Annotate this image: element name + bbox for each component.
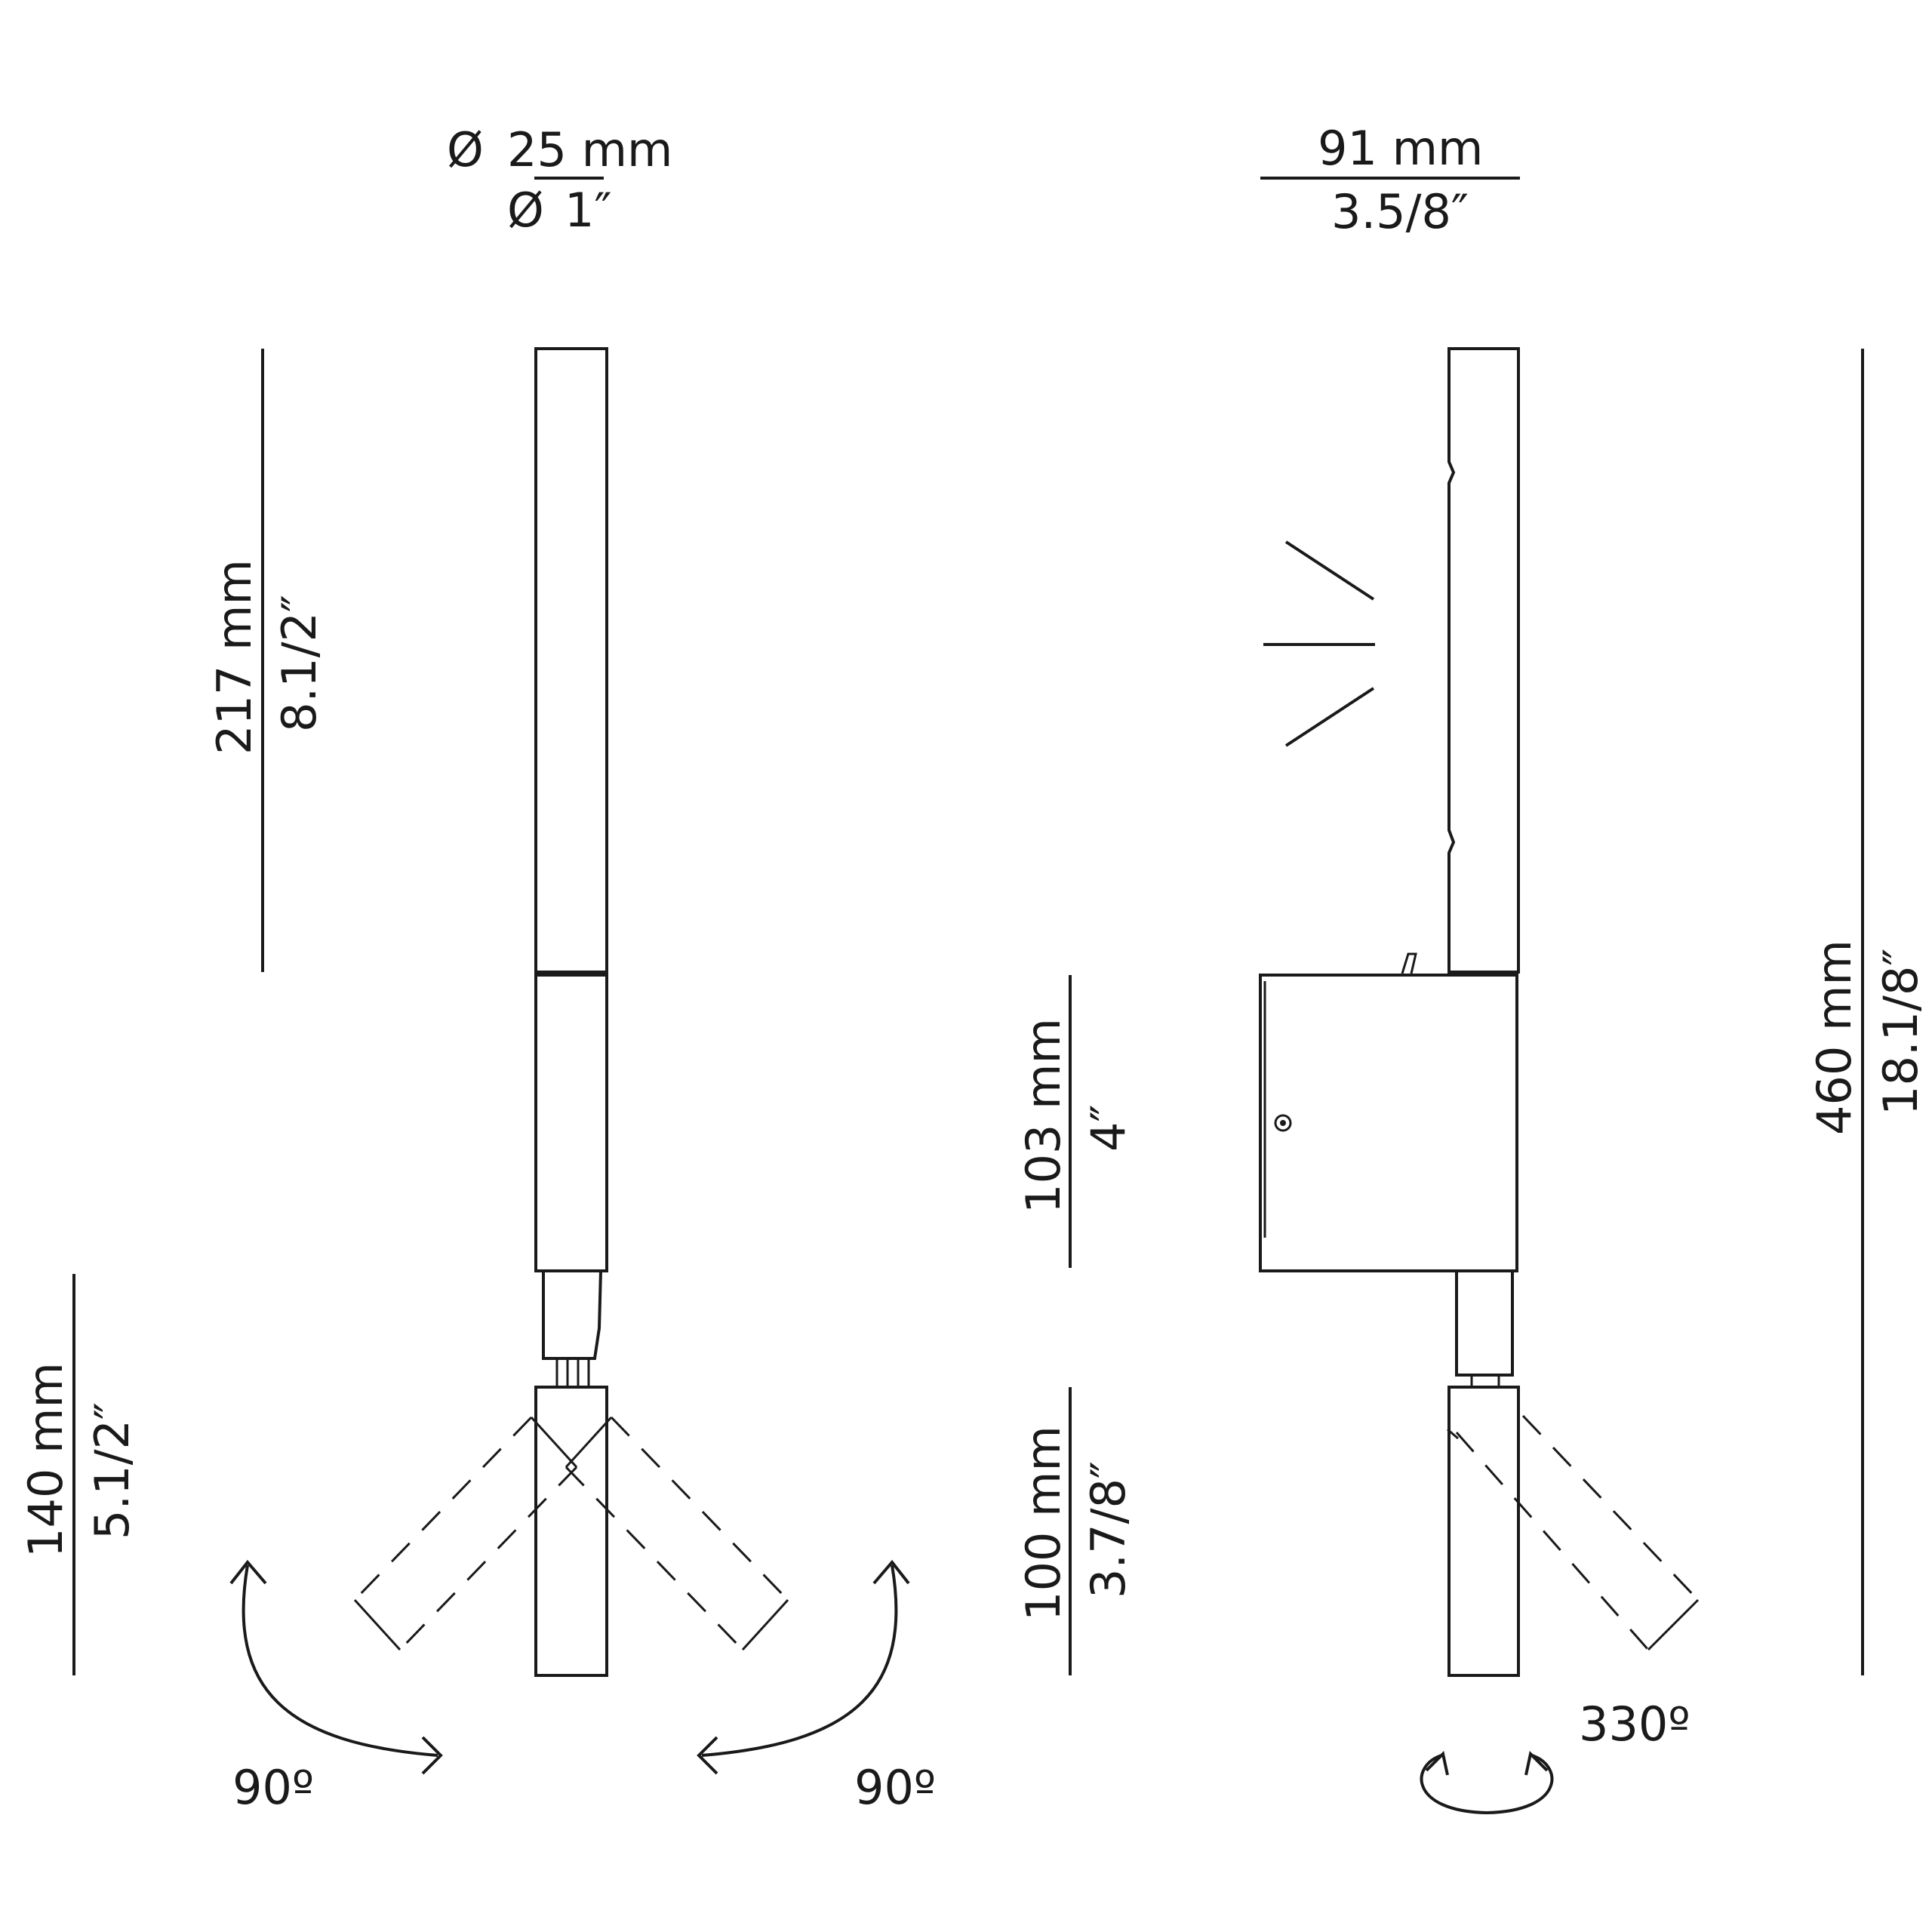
depth-mm-label: 91 mm [1318, 121, 1483, 176]
spot-head [534, 1386, 608, 1677]
tilt-right-arrow-head-end [697, 1736, 718, 1775]
screw-icon [1274, 1114, 1292, 1132]
tilt-right-angle: 90º [854, 1760, 936, 1815]
light-rays [1263, 540, 1375, 747]
side-upper-arm [1447, 347, 1520, 974]
lower-height-in: 5.1/2″ [85, 1402, 140, 1540]
front-view: Ø 25 mm Ø 1″ 217 mm 8.1/2″ [18, 122, 936, 1815]
rotation-arrow-head-left [1425, 1750, 1449, 1776]
joint-neck [542, 1270, 602, 1360]
depth-in-label: 3.5/8″ [1331, 184, 1469, 239]
upper-height-in: 8.1/2″ [272, 595, 327, 732]
rotation-angle: 330º [1579, 1697, 1690, 1752]
joint-pins [555, 1358, 590, 1387]
tilt-left-angle: 90º [232, 1760, 314, 1815]
mid-tube [534, 974, 608, 1272]
diameter-mm-label: 25 mm [507, 122, 672, 177]
lower-height-mm: 140 mm [18, 1362, 73, 1558]
diameter-symbol-mm: Ø [447, 122, 484, 177]
tilt-right-arrow-head-top [872, 1559, 910, 1585]
screw-center [1280, 1120, 1286, 1126]
side-base-box [1259, 974, 1518, 1272]
upper-height-mm: 217 mm [207, 559, 262, 755]
tilt-left-arrow-head-end [421, 1736, 443, 1775]
diameter-in-label: 1″ [565, 183, 612, 238]
total-height-mm: 460 mm [1807, 940, 1862, 1135]
side-view: 91 mm 3.5/8″ 103 mm 4 [1016, 121, 1928, 1815]
head-height-in: 3.7/8″ [1081, 1461, 1136, 1598]
side-spot-head [1447, 1386, 1520, 1677]
side-neck-pins [1470, 1375, 1500, 1387]
side-clip [1401, 952, 1417, 974]
tilt-left-arrow [242, 1564, 438, 1757]
head-height-mm: 100 mm [1016, 1426, 1071, 1621]
base-height-in: 4″ [1081, 1104, 1136, 1152]
diameter-symbol-in: Ø [507, 183, 544, 238]
side-neck [1455, 1269, 1514, 1377]
total-height-in: 18.1/8″ [1873, 948, 1928, 1115]
tilt-right-arrow [701, 1564, 898, 1757]
side-head-tilt-ghost [1447, 1414, 1700, 1651]
rotation-arrow [1420, 1754, 1554, 1815]
rotation-arrow-head-right [1524, 1750, 1549, 1776]
base-height-mm: 103 mm [1016, 1018, 1071, 1214]
tilt-left-arrow-head-top [229, 1559, 267, 1585]
upper-arm-tube [534, 347, 608, 974]
head-tilt-right-ghost [565, 1416, 789, 1651]
head-tilt-left-ghost [353, 1416, 578, 1651]
